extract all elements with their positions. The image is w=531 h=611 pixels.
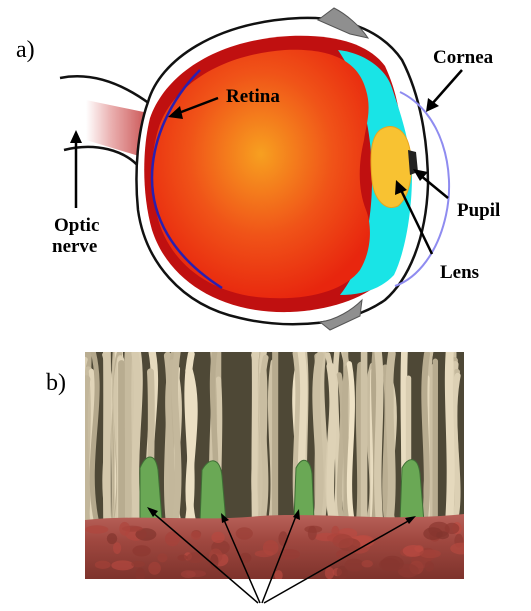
epithelium-cell — [236, 527, 253, 539]
epithelium-cell — [85, 525, 108, 533]
rod-cell — [175, 347, 178, 521]
epithelium-cell — [308, 526, 317, 540]
epithelium-cell — [211, 532, 224, 543]
rod-cell — [255, 343, 256, 526]
label-retina: Retina — [226, 86, 280, 107]
epithelium-cell — [263, 540, 279, 555]
epithelium-cell — [420, 550, 441, 559]
label-lens: Lens — [440, 262, 479, 283]
epithelium-cell — [333, 534, 354, 548]
rod-cell — [262, 358, 266, 523]
rod-cell — [378, 348, 380, 522]
panel-b: b) — [46, 340, 473, 603]
epithelium-cell — [111, 560, 134, 570]
epithelium-cell — [181, 570, 196, 578]
epithelium-cell — [210, 554, 218, 569]
panel-b-label: b) — [46, 370, 66, 396]
epithelium-cell — [275, 570, 283, 581]
epithelium-cell — [344, 559, 364, 572]
epithelium-cell — [107, 533, 117, 544]
label-cornea: Cornea — [433, 47, 494, 68]
epithelium-cell — [119, 522, 130, 536]
epithelium-cell — [436, 531, 449, 539]
rod-cell — [80, 359, 85, 522]
label-optic-nerve-line1: Optic — [54, 215, 99, 236]
lens — [371, 127, 412, 208]
epithelium-cell — [132, 545, 150, 556]
rod-cell — [168, 363, 172, 524]
epithelium-cell — [157, 553, 167, 562]
epithelium-cell — [131, 561, 145, 567]
rod-cell — [345, 368, 348, 520]
epithelium-cell — [95, 561, 111, 569]
label-pupil: Pupil — [457, 200, 500, 221]
rod-cell — [454, 376, 457, 522]
panel-a-label: a) — [16, 37, 35, 63]
rod-cell — [349, 364, 352, 520]
label-optic-nerve-line2: nerve — [52, 236, 97, 257]
rod-cell — [424, 354, 427, 522]
epithelium-cell — [325, 567, 334, 579]
epithelium-cell — [191, 531, 201, 540]
rod-cell — [84, 379, 87, 524]
rod-cell — [135, 353, 138, 523]
panel-a: a) — [16, 8, 500, 330]
rod-cell — [330, 366, 333, 521]
epithelium-cell — [362, 560, 373, 567]
epithelium-cell — [177, 555, 187, 561]
rod-cell — [188, 354, 191, 522]
rod-cell — [127, 353, 128, 520]
epithelium-cell — [450, 543, 473, 555]
rod-cell — [389, 354, 392, 523]
photoreceptor-micrograph — [80, 340, 473, 582]
epithelium-cell — [425, 561, 434, 572]
epithelium-cell — [148, 562, 161, 575]
nerve-sheath-top — [60, 76, 150, 104]
epithelium-cell — [381, 556, 404, 572]
rod-cell — [449, 340, 451, 522]
epithelium-cell — [136, 568, 145, 582]
rod-cell — [316, 355, 320, 520]
epithelium-cell — [113, 542, 121, 554]
